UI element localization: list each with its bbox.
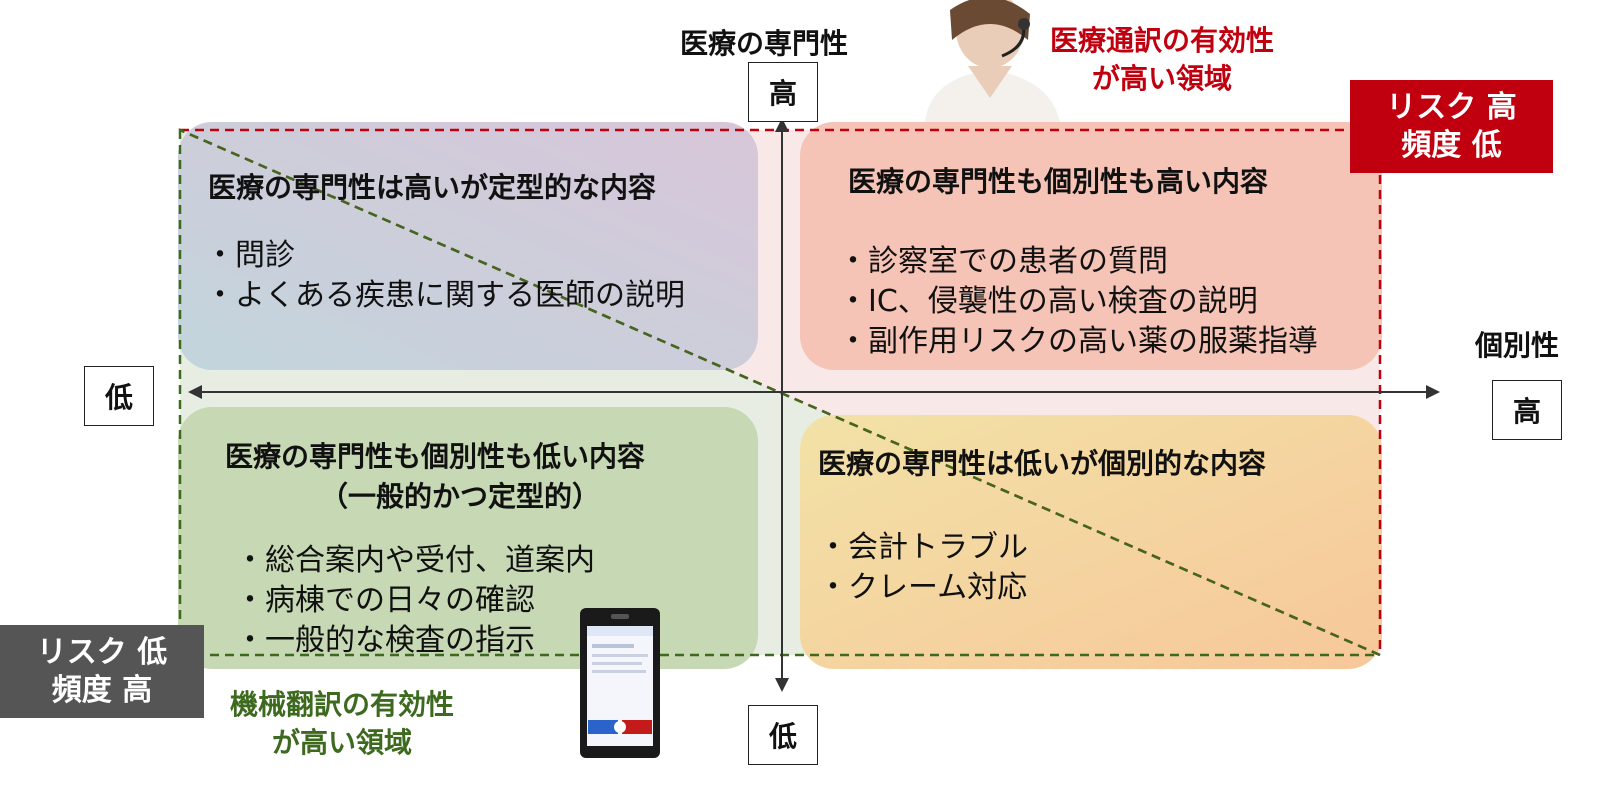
x-axis-low-label: 低 [84, 366, 154, 426]
y-axis-arrow-down [775, 678, 789, 692]
quad-top-right-title: 医療の専門性も個別性も高い内容 [848, 165, 1269, 198]
quad-bottom-left-item: ・総合案内や受付、道案内 [235, 543, 595, 578]
machine-region-outline [178, 128, 1381, 657]
quad-bottom-left-item: ・病棟での日々の確認 [235, 583, 535, 618]
quad-bottom-left-subtitle: （一般的かつ定型的） [320, 480, 601, 513]
machine-caption-line2: が高い領域 [272, 725, 413, 759]
interpreter-caption-line2: が高い領域 [1092, 61, 1233, 95]
high-risk-line2: 頻度 低 [1401, 127, 1502, 163]
quad-bottom-right-title: 医療の専門性は低いが個別的な内容 [818, 447, 1267, 480]
quad-bottom-left-item: ・一般的な検査の指示 [235, 623, 535, 658]
quad-bottom-left-title: 医療の専門性も個別性も低い内容 [225, 440, 646, 473]
x-axis-arrow-left [188, 385, 202, 399]
y-axis-arrow-up [775, 118, 789, 132]
quad-top-left-item: ・問診 [205, 238, 295, 273]
y-axis-title: 医療の専門性 [680, 27, 849, 60]
quad-top-right-item: ・副作用リスクの高い薬の服薬指導 [838, 324, 1318, 359]
quad-top-left-item: ・よくある疾患に関する医師の説明 [205, 278, 685, 313]
x-axis-high-label: 高 [1492, 380, 1562, 440]
high-risk-line1: リスク 高 [1386, 90, 1517, 125]
x-axis-arrow-right [1426, 385, 1440, 399]
interpreter-headset-image [925, 0, 1060, 122]
translation-device-image [580, 608, 660, 758]
interpreter-caption-line1: 医療通訳の有効性 [1050, 24, 1275, 57]
quad-bottom-right-item: ・会計トラブル [818, 530, 1028, 565]
quad-top-right-item: ・診察室での患者の質問 [838, 244, 1168, 279]
quad-bottom-right-bg [800, 415, 1382, 669]
y-axis-high-label: 高 [748, 62, 818, 122]
quad-top-left-title: 医療の専門性は高いが定型的な内容 [208, 171, 657, 204]
machine-caption-line1: 機械翻訳の有効性 [230, 688, 455, 721]
machine-region-caption: 機械翻訳の有効性 が高い領域 [230, 686, 454, 762]
quad-top-right-item: ・IC、侵襲性の高い検査の説明 [838, 284, 1258, 319]
low-risk-line1: リスク 低 [36, 635, 168, 670]
quad-bottom-left-bg [178, 407, 758, 669]
quad-top-right-bg [800, 122, 1382, 370]
y-axis-low-label: 低 [748, 705, 818, 765]
low-risk-banner: リスク 低 頻度 高 [0, 625, 204, 718]
quad-top-left-bg [178, 122, 758, 370]
low-risk-line2: 頻度 高 [51, 672, 153, 708]
interpreter-region-caption: 医療通訳の有効性 が高い領域 [1050, 22, 1274, 98]
x-axis-title: 個別性 [1475, 329, 1560, 362]
high-risk-banner: リスク 高 頻度 低 [1350, 80, 1553, 173]
quad-bottom-right-item: ・クレーム対応 [818, 570, 1028, 605]
